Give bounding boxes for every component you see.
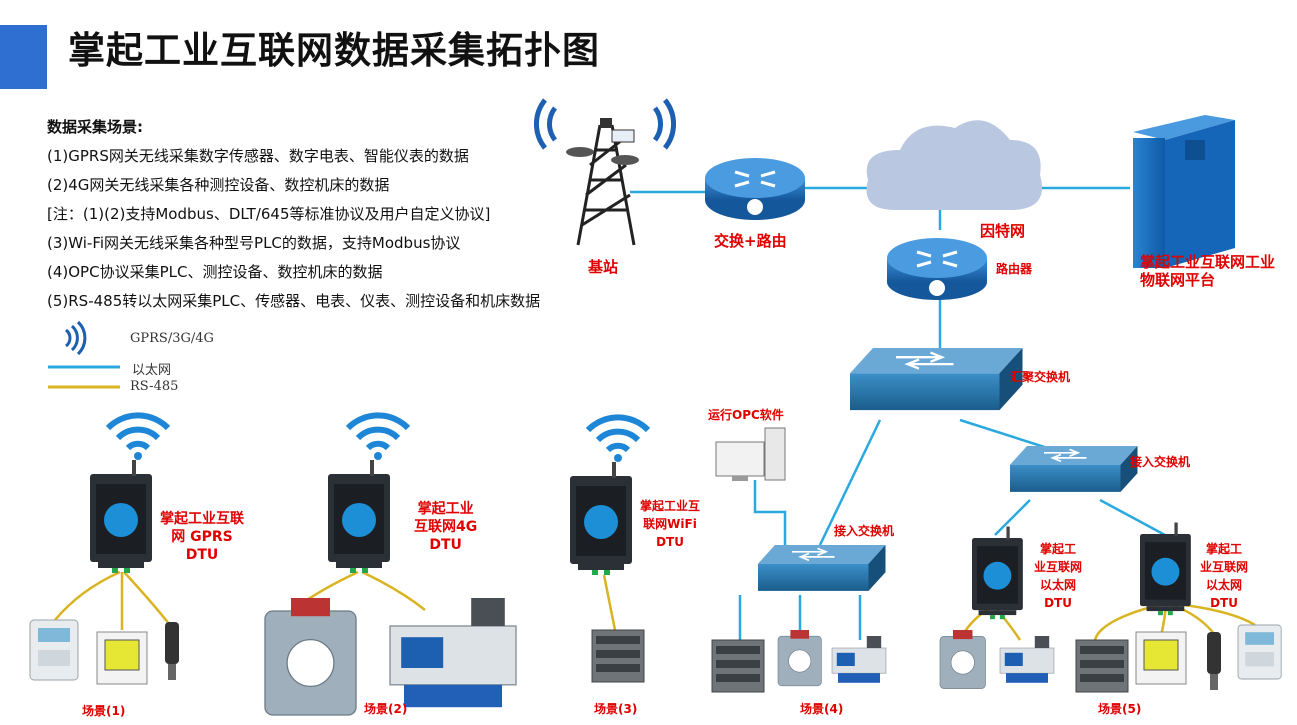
machine-tool-icon	[999, 635, 1055, 684]
description-block: 数据采集场景: (1)GPRS网关无线采集数字传感器、数字电表、智能仪表的数据 …	[47, 113, 540, 316]
title-accent-bar	[0, 25, 47, 89]
meter-icon	[96, 631, 148, 685]
meter-icon	[29, 619, 79, 681]
sensor-icon	[165, 622, 179, 680]
computer-icon	[715, 427, 786, 481]
switch-icon	[757, 544, 887, 592]
switch-icon	[1009, 445, 1139, 493]
description-line: (3)Wi-Fi网关无线采集各种型号PLC的数据，支持Modbus协议	[47, 234, 461, 252]
legend-wireless-label: GPRS/3G/4G	[130, 331, 214, 346]
sensor-icon	[264, 597, 357, 716]
scene-label-3: 场景(3)	[594, 702, 638, 716]
switch-icon	[848, 346, 1024, 412]
opc-software-label: 运行OPC软件	[708, 408, 784, 422]
machine-tool-icon	[389, 597, 517, 708]
dtu-device-icon	[972, 526, 1023, 620]
router-label: 路由器	[996, 262, 1033, 276]
sensor-icon	[777, 629, 822, 687]
meter-icon	[1237, 624, 1282, 680]
router-icon	[705, 158, 805, 220]
dtu-device-icon	[570, 462, 632, 575]
description-line: (4)OPC协议采集PLC、测控设备、数控机床的数据	[47, 263, 383, 281]
wifi-icon	[588, 417, 648, 462]
scene-label-1: 场景(1)	[82, 704, 126, 718]
description-line: (5)RS-485转以太网采集PLC、传感器、电表、仪表、测控设备和机床数据	[47, 292, 541, 310]
wifi-icon	[108, 415, 168, 460]
scene-label-5: 场景(5)	[1098, 702, 1142, 716]
platform-label: 掌起工业互联网工业 物联网平台	[1140, 253, 1276, 289]
server-icon	[1133, 115, 1235, 268]
scene-label-2: 场景(2)	[364, 702, 408, 716]
legend	[48, 320, 120, 389]
aggregation-switch-label: 汇聚交换机	[1010, 370, 1071, 384]
description-line: (2)4G网关无线采集各种测控设备、数控机床的数据	[47, 176, 390, 194]
description-heading: 数据采集场景:	[47, 118, 143, 136]
wifi-icon	[348, 415, 408, 460]
dtu-device-icon	[328, 460, 390, 573]
sensor-icon	[939, 629, 986, 689]
router-icon	[887, 238, 987, 300]
dtu-device-icon	[1140, 522, 1191, 616]
meter-icon	[1135, 631, 1187, 685]
cloud-icon	[866, 120, 1042, 210]
legend-rs485-label: RS-485	[130, 379, 179, 394]
plc-icon	[591, 629, 645, 683]
description-line: [注：(1)(2)支持Modbus、DLT/645等标准协议及用户自定义协议]	[47, 205, 491, 223]
plc-icon	[711, 639, 765, 693]
description-line: (1)GPRS网关无线采集数字传感器、数字电表、智能仪表的数据	[47, 147, 469, 165]
base-station-label: 基站	[588, 258, 619, 276]
scene-label-4: 场景(4)	[800, 702, 844, 716]
page-title: 掌起工业互联网数据采集拓扑图	[68, 29, 600, 72]
machine-tool-icon	[831, 635, 887, 684]
sensor-icon	[1207, 632, 1221, 690]
signal-tower-icon	[534, 98, 676, 246]
legend-ethernet-label: 以太网	[132, 363, 172, 378]
switch-router-label: 交换+路由	[714, 232, 787, 250]
access-switch-left-label: 接入交换机	[834, 524, 895, 538]
plc-icon	[1075, 639, 1129, 693]
internet-label: 因特网	[980, 222, 1026, 240]
wireless-legend-icon	[64, 320, 87, 356]
dtu-device-icon	[90, 460, 152, 573]
access-switch-right-label: 接入交换机	[1130, 455, 1191, 469]
